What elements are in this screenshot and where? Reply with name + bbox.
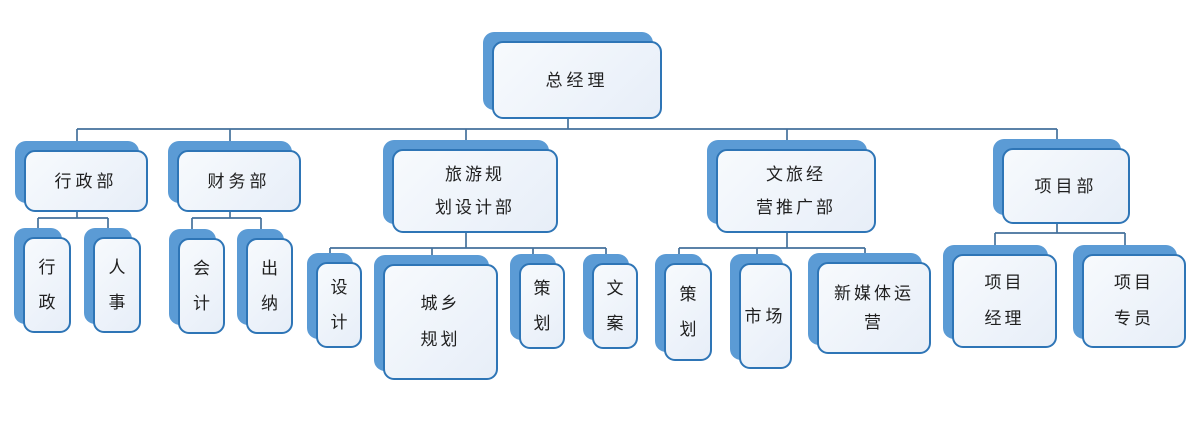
node-box: 项目 专员 [1082,254,1186,348]
node-label: 总经理 [545,70,609,90]
connector-root-rail [76,110,1058,146]
node-label: 城乡 规划 [420,294,461,349]
node-box: 项目部 [1002,148,1130,224]
node-label: 文 案 [606,279,624,333]
node-label: 旅游规 划设计部 [435,165,515,217]
node-box: 策 划 [664,263,712,361]
org-node-tourism-dept[interactable]: 旅游规 划设计部 [383,140,558,233]
org-node-kuaiji[interactable]: 会 计 [169,229,225,334]
node-label: 新媒体运 营 [834,284,914,332]
node-box: 旅游规 划设计部 [392,149,558,233]
node-box: 行 政 [23,237,71,333]
org-node-culture-dept[interactable]: 文旅经 营推广部 [707,140,876,233]
node-box: 文旅经 营推广部 [716,149,876,233]
org-node-sheji[interactable]: 设 计 [307,253,362,348]
node-box: 人 事 [93,237,141,333]
node-box: 财务部 [177,150,301,212]
node-box: 城乡 规划 [383,264,498,380]
node-label: 项目 专员 [1114,273,1154,328]
org-node-culture-cehua[interactable]: 策 划 [655,254,712,361]
org-node-finance-dept[interactable]: 财务部 [168,141,301,212]
org-node-wenan[interactable]: 文 案 [583,254,638,349]
org-node-chuna[interactable]: 出 纳 [237,229,293,334]
org-node-tourism-cehua[interactable]: 策 划 [510,254,565,349]
org-node-project-dept[interactable]: 项目部 [993,139,1130,224]
node-label: 会 计 [193,259,210,313]
node-label: 设 计 [330,278,348,332]
node-box: 总经理 [492,41,662,119]
org-node-admin-dept[interactable]: 行政部 [15,141,148,212]
org-node-xingzheng[interactable]: 行 政 [14,228,71,333]
node-box: 设 计 [316,262,362,348]
org-node-chengxiang-guihua[interactable]: 城乡 规划 [374,255,498,380]
node-label: 策 划 [533,279,551,333]
node-label: 人 事 [108,258,126,312]
node-label: 文旅经 营推广部 [756,165,836,217]
node-label: 项目 经理 [984,273,1025,328]
node-box: 文 案 [592,263,638,349]
node-label: 出 纳 [261,259,278,313]
org-node-xiangmu-zhuanyuan[interactable]: 项目 专员 [1073,245,1186,348]
node-label: 项目部 [1034,176,1098,196]
node-label: 行政部 [54,171,118,191]
node-box: 会 计 [178,238,225,334]
org-node-shichang[interactable]: 市场 [730,254,792,369]
org-node-xiangmu-jingli[interactable]: 项目 经理 [943,245,1057,348]
node-box: 市场 [739,263,792,369]
node-box: 新媒体运 营 [817,262,931,354]
node-box: 策 划 [519,263,565,349]
org-node-xinmeiti-yunying[interactable]: 新媒体运 营 [808,253,931,354]
node-label: 行 政 [38,258,56,312]
org-node-renshi[interactable]: 人 事 [84,228,141,333]
node-box: 项目 经理 [952,254,1057,348]
node-label: 策 划 [679,285,697,339]
node-box: 行政部 [24,150,148,212]
node-label: 市场 [744,306,787,326]
node-box: 出 纳 [246,238,293,334]
org-node-general-manager[interactable]: 总经理 [483,32,662,119]
node-label: 财务部 [207,171,271,191]
